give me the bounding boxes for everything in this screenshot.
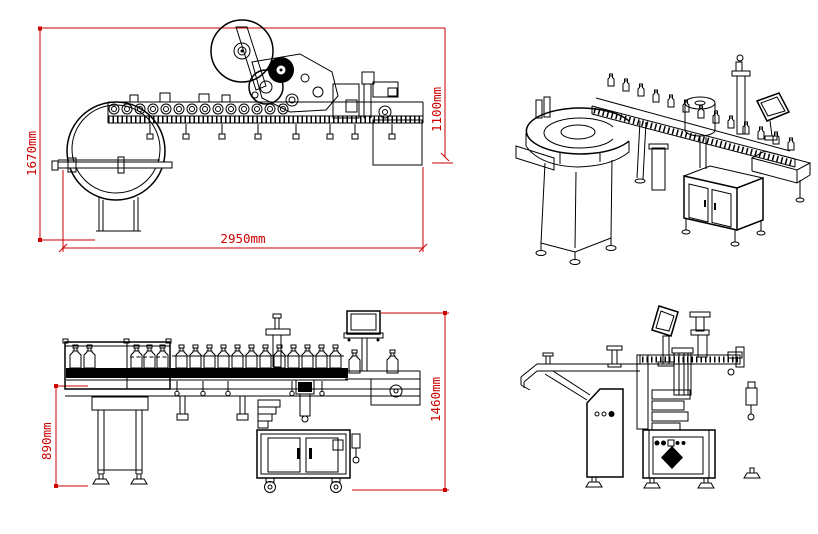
side-elevation-view <box>520 305 761 489</box>
front-outfeed-table <box>370 378 421 406</box>
plan-machine-body <box>332 71 399 119</box>
iso-outfeed-chute <box>750 150 812 203</box>
dimension-label: 1100mm <box>429 87 444 132</box>
side-body-panel <box>585 388 624 488</box>
front-dimension-1460: 1460mm <box>352 311 449 492</box>
isometric-view <box>515 54 812 265</box>
front-control-cabinet <box>256 429 361 493</box>
front-elevation-view: 890mm 1460mm <box>39 310 449 493</box>
plan-view: 1670mm 1100mm 2950mm <box>24 19 453 253</box>
iso-labeling-head <box>648 54 751 191</box>
plan-conveyor <box>107 92 424 140</box>
iso-cabinet <box>681 165 766 247</box>
side-control-cabinet <box>642 429 761 489</box>
front-labeling-unit <box>257 313 315 429</box>
iso-infeed-base <box>535 159 617 265</box>
side-head-assembly <box>636 305 758 431</box>
front-hmi-monitor <box>343 310 384 372</box>
dimension-label: 1460mm <box>428 377 443 422</box>
plan-labeling-head <box>210 19 339 113</box>
plan-dimension-1670: 1670mm <box>24 26 445 242</box>
iso-hmi-monitor <box>755 92 791 141</box>
front-conveyor <box>65 368 421 421</box>
front-bottle-row <box>69 344 399 374</box>
front-infeed-stand <box>91 396 149 485</box>
plan-outfeed-table <box>372 119 423 166</box>
iso-rotary-table <box>515 96 630 171</box>
front-dimension-890: 890mm <box>39 384 88 488</box>
plan-dimension-2950: 2950mm <box>58 167 428 253</box>
dimension-label: 2950mm <box>220 231 265 246</box>
dimension-label: 890mm <box>39 422 54 460</box>
plan-bottle-row <box>108 103 289 115</box>
plan-dimension-1100: 1100mm <box>429 28 453 164</box>
side-infeed-table <box>520 345 640 401</box>
dimension-label: 1670mm <box>24 131 39 176</box>
